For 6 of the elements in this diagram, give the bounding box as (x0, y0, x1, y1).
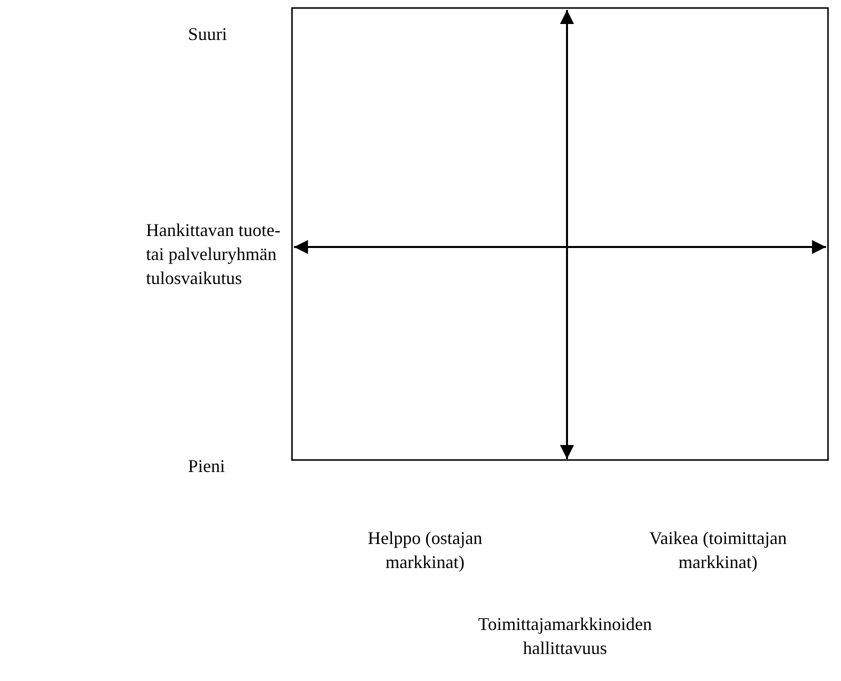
scale-label: Suuri (188, 23, 228, 46)
axis-label: Hankittavan tuote- tai palveluryhmän tulosvaikutus (146, 219, 282, 290)
scale-label: Pieni (188, 455, 226, 478)
axis-label: Toimittajamarkkinoiden hallittavuus (477, 613, 653, 660)
scale-label: Helppo (ostajan markkinat) (366, 527, 484, 574)
scale-label: Vaikea (toimittajan markkinat) (648, 527, 788, 574)
